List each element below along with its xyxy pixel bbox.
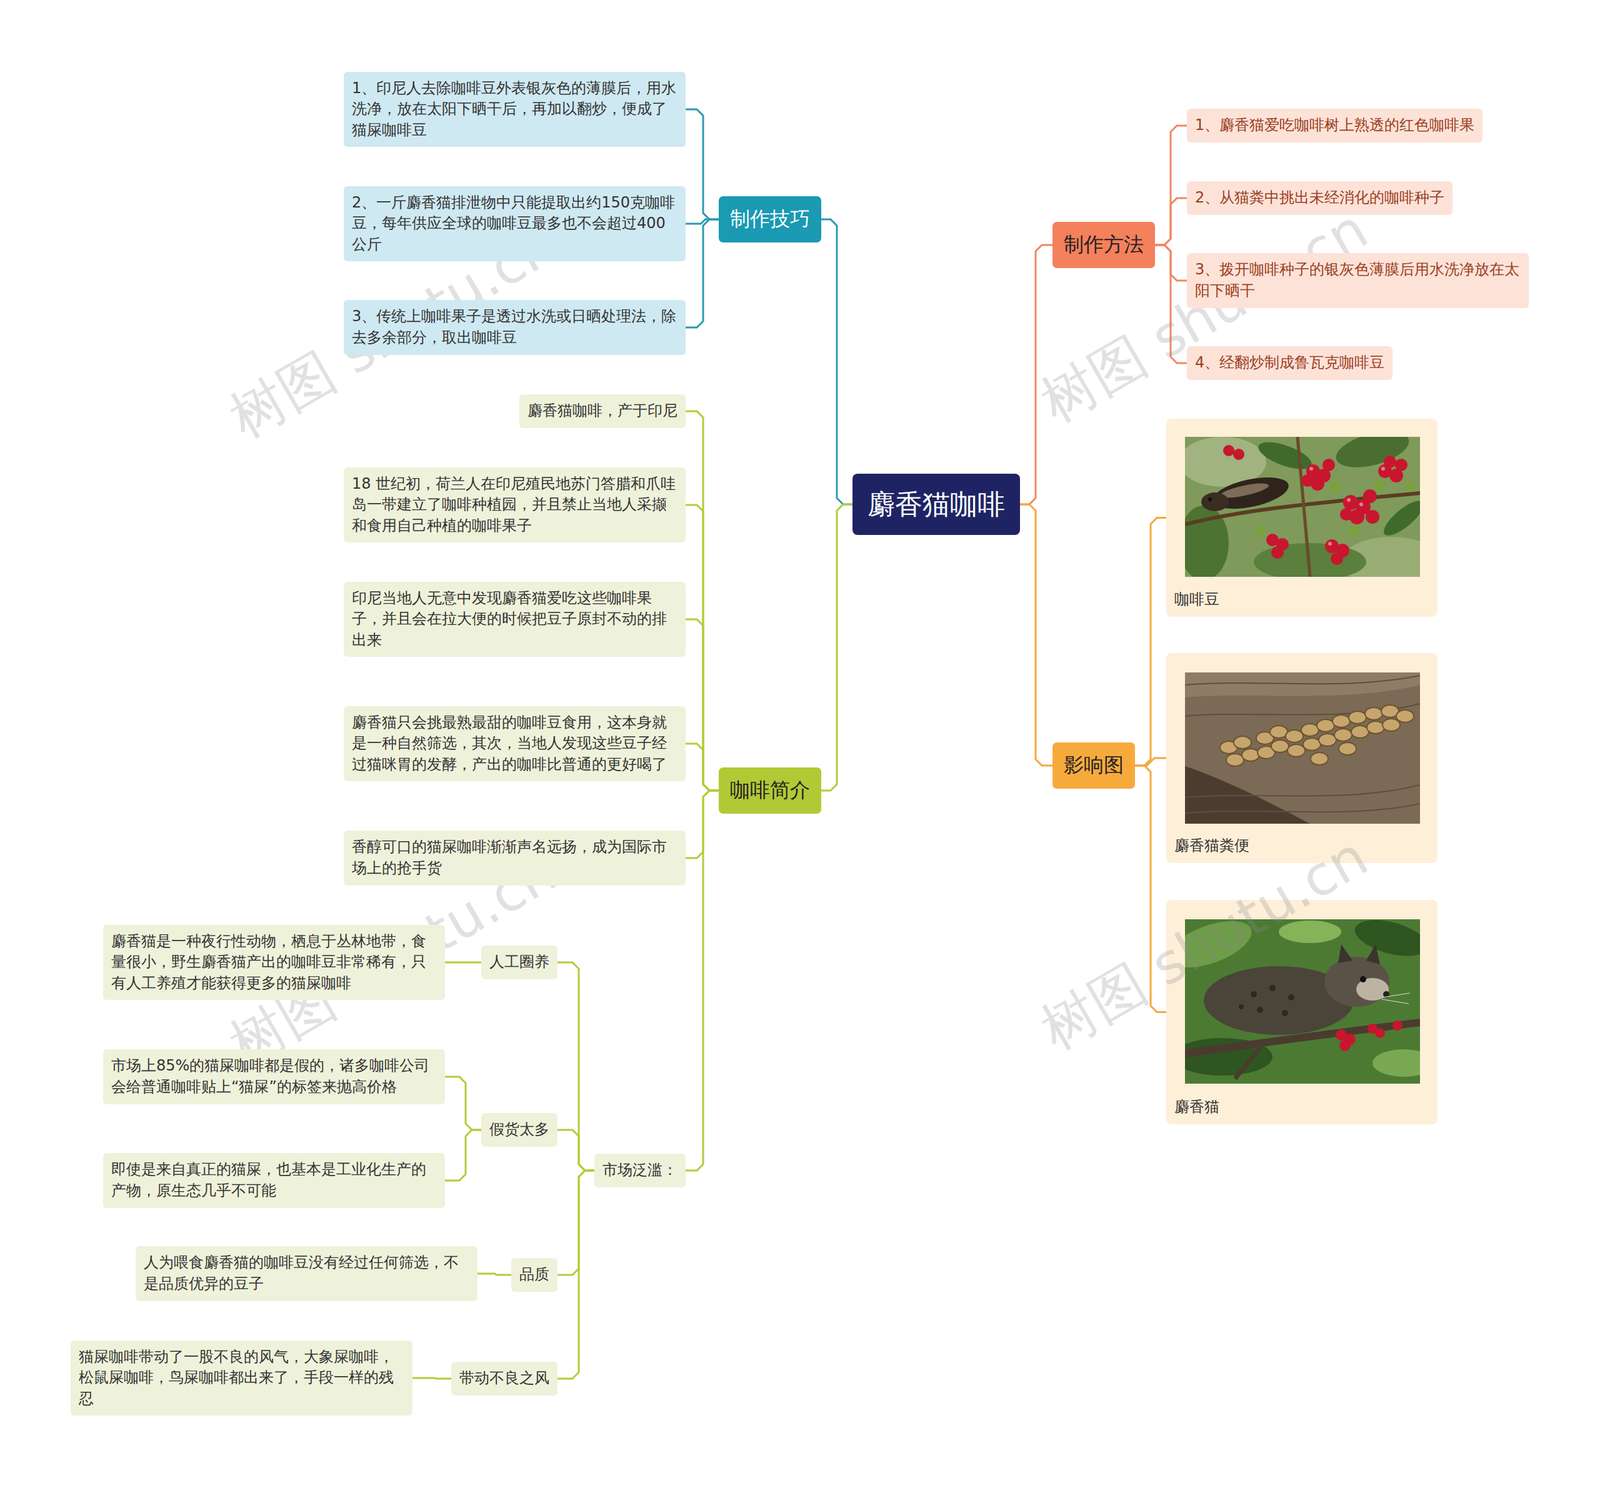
branch-connector	[412, 1378, 452, 1379]
node-text: 品质	[519, 1264, 550, 1286]
subtopic-box: 市场泛滥：	[594, 1153, 686, 1188]
branch-connector	[685, 743, 719, 791]
node-text: 市场上85%的猫屎咖啡都是假的，诸多咖啡公司会给普通咖啡贴上“猫屎”的标签来抛高…	[111, 1055, 437, 1098]
step-box: 1、麝香猫爱吃咖啡树上熟透的红色咖啡果	[1186, 108, 1483, 143]
image-card: 咖啡豆	[1166, 418, 1438, 617]
node-text: 制作技巧	[730, 206, 810, 233]
branch-connector	[685, 411, 719, 791]
card-ground	[1166, 653, 1438, 864]
branch-topic: 制作方法	[1052, 221, 1155, 269]
branch-connector	[1020, 504, 1053, 766]
node-text: 咖啡豆	[1174, 589, 1430, 611]
note-box: 麝香猫咖啡，产于印尼	[519, 394, 686, 429]
branch-connector	[445, 1076, 482, 1130]
subtopic-box: 人工圈养	[481, 945, 558, 980]
node-text: 4、经翻炒制成鲁瓦克咖啡豆	[1195, 352, 1385, 374]
node-text: 麝香猫咖啡	[867, 486, 1005, 522]
card-ground	[1166, 418, 1438, 617]
branch-connector	[685, 619, 719, 791]
branch-connector	[557, 1130, 595, 1171]
subtopic-box: 带动不良之风	[451, 1361, 558, 1396]
branch-connector	[1135, 518, 1167, 767]
branch-connector	[685, 505, 719, 791]
branch-topic: 制作技巧	[718, 196, 822, 243]
branch-connector	[445, 1130, 482, 1181]
note-box: 3、传统上咖啡果子是透过水洗或日晒处理法，除去多余部分，取出咖啡豆	[343, 300, 686, 355]
branch-connector	[821, 504, 853, 791]
node-text: 18 世纪初，荷兰人在印尼殖民地苏门答腊和爪哇岛一带建立了咖啡种植园，并且禁止当…	[351, 473, 678, 537]
branch-connector	[557, 1170, 595, 1275]
note-box: 18 世纪初，荷兰人在印尼殖民地苏门答腊和爪哇岛一带建立了咖啡种植园，并且禁止当…	[343, 467, 686, 544]
branch-connector	[1135, 758, 1167, 766]
node-text: 咖啡简介	[730, 777, 810, 804]
node-text: 2、一斤麝香猫排泄物中只能提取出约150克咖啡豆，每年供应全球的咖啡豆最多也不会…	[351, 192, 678, 256]
node-text: 影响图	[1063, 752, 1124, 779]
branch-connector	[685, 790, 719, 1171]
branch-connector	[1155, 125, 1187, 245]
note-box: 印尼当地人无意中发现麝香猫爱吃这些咖啡果子，并且会在拉大便的时候把豆子原封不动的…	[343, 581, 686, 658]
node-text: 1、印尼人去除咖啡豆外表银灰色的薄膜后，用水洗净，放在太阳下晒干后，再加以翻炒，…	[351, 78, 678, 142]
node-text: 3、拨开咖啡种子的银灰色薄膜后用水洗净放在太阳下晒干	[1195, 259, 1521, 302]
note-box: 2、一斤麝香猫排泄物中只能提取出约150克咖啡豆，每年供应全球的咖啡豆最多也不会…	[343, 186, 686, 262]
step-box: 2、从猫粪中挑出未经消化的咖啡种子	[1186, 181, 1453, 215]
branch-connector	[821, 219, 853, 505]
node-text: 麝香猫只会挑最熟最甜的咖啡豆食用，这本身就是一种自然筛选，其次，当地人发现这些豆…	[351, 712, 678, 776]
root-topic: 麝香猫咖啡	[852, 473, 1020, 535]
branch-topic: 咖啡简介	[718, 767, 822, 814]
node-text: 3、传统上咖啡果子是透过水洗或日晒处理法，除去多余部分，取出咖啡豆	[351, 306, 678, 349]
note-box: 麝香猫是一种夜行性动物，栖息于丛林地带，食量很小，野生麝香猫产出的咖啡豆非常稀有…	[103, 925, 445, 1001]
subtopic-box: 假货太多	[481, 1113, 558, 1147]
note-box: 猫屎咖啡带动了一股不良的风气，大象屎咖啡，松鼠屎咖啡，鸟屎咖啡都出来了，手段一样…	[70, 1340, 413, 1417]
node-text: 假货太多	[489, 1119, 550, 1141]
node-text: 麝香猫咖啡，产于印尼	[527, 400, 678, 422]
note-box: 人为喂食麝香猫的咖啡豆没有经过任何筛选，不是品质优异的豆子	[135, 1246, 478, 1301]
node-text: 印尼当地人无意中发现麝香猫爱吃这些咖啡果子，并且会在拉大便的时候把豆子原封不动的…	[351, 588, 678, 652]
note-box: 麝香猫只会挑最熟最甜的咖啡豆食用，这本身就是一种自然筛选，其次，当地人发现这些豆…	[343, 706, 686, 782]
note-box: 1、印尼人去除咖啡豆外表银灰色的薄膜后，用水洗净，放在太阳下晒干后，再加以翻炒，…	[343, 71, 686, 148]
node-text: 猫屎咖啡带动了一股不良的风气，大象屎咖啡，松鼠屎咖啡，鸟屎咖啡都出来了，手段一样…	[78, 1346, 405, 1410]
subtopic-box: 品质	[511, 1258, 558, 1292]
note-box: 市场上85%的猫屎咖啡都是假的，诸多咖啡公司会给普通咖啡贴上“猫屎”的标签来抛高…	[103, 1049, 445, 1104]
branch-connector	[557, 1170, 595, 1379]
image-card: 麝香猫	[1166, 900, 1438, 1125]
node-text: 人工圈养	[489, 951, 550, 974]
node-text: 2、从猫粪中挑出未经消化的咖啡种子	[1195, 187, 1445, 209]
node-text: 1、麝香猫爱吃咖啡树上熟透的红色咖啡果	[1195, 115, 1475, 137]
node-text: 带动不良之风	[459, 1368, 550, 1390]
step-box: 4、经翻炒制成鲁瓦克咖啡豆	[1186, 346, 1393, 380]
branch-connector	[1155, 198, 1187, 245]
note-box: 香醇可口的猫屎咖啡渐渐声名远扬，成为国际市场上的抢手货	[343, 830, 686, 885]
branch-connector	[477, 1273, 512, 1275]
branch-connector	[685, 219, 719, 328]
node-text: 麝香猫	[1174, 1096, 1430, 1119]
note-box: 即使是来自真正的猫屎，也基本是工业化生产的产物，原生态几乎不可能	[103, 1153, 445, 1208]
branch-topic: 影响图	[1052, 742, 1135, 789]
node-text: 市场泛滥：	[602, 1160, 678, 1182]
step-box: 3、拨开咖啡种子的银灰色薄膜后用水洗净放在太阳下晒干	[1186, 253, 1529, 308]
node-text: 制作方法	[1063, 231, 1144, 259]
branch-connector	[685, 109, 719, 220]
branch-connector	[557, 962, 595, 1171]
coffee-cherry-photo	[1185, 436, 1420, 577]
node-text: 香醇可口的猫屎咖啡渐渐声名远扬，成为国际市场上的抢手货	[351, 836, 678, 879]
civet-dropping-photo	[1185, 672, 1420, 824]
image-card: 麝香猫粪便	[1166, 653, 1438, 864]
node-text: 麝香猫粪便	[1174, 835, 1430, 857]
node-text: 麝香猫是一种夜行性动物，栖息于丛林地带，食量很小，野生麝香猫产出的咖啡豆非常稀有…	[111, 931, 437, 995]
node-text: 即使是来自真正的猫屎，也基本是工业化生产的产物，原生态几乎不可能	[111, 1159, 437, 1202]
node-text: 人为喂食麝香猫的咖啡豆没有经过任何筛选，不是品质优异的豆子	[143, 1252, 470, 1295]
